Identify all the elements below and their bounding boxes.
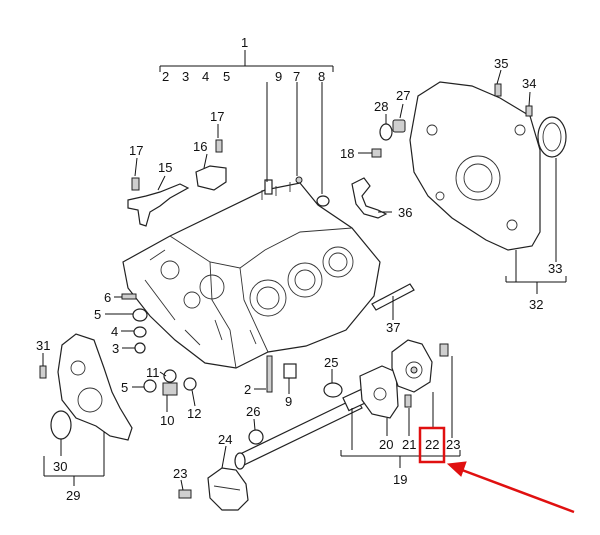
callout-11: 11	[146, 365, 160, 380]
callout-25: 25	[324, 355, 338, 370]
highlight-marker	[418, 426, 575, 514]
callout-24: 24	[218, 432, 232, 447]
callout-20: 20	[379, 437, 393, 452]
callout-37: 37	[386, 320, 400, 335]
callout-4: 4	[202, 69, 209, 84]
pump-cover-22	[391, 339, 433, 393]
bracket-36	[351, 177, 388, 219]
small-parts	[39, 83, 567, 499]
callout-5-lower: 5	[121, 380, 128, 395]
callout-31: 31	[36, 338, 50, 353]
callout-23-right: 23	[446, 437, 460, 452]
callout-6: 6	[104, 290, 111, 305]
callout-28: 28	[374, 99, 388, 114]
highlight-box	[418, 426, 446, 464]
callout-5: 5	[223, 69, 230, 84]
callout-26: 26	[246, 404, 260, 419]
callout-23-left: 23	[173, 466, 187, 481]
crankshaft	[234, 388, 368, 470]
callout-4-left: 4	[111, 324, 118, 339]
callout-2: 2	[162, 69, 169, 84]
leader-lines	[42, 50, 567, 491]
callout-3-left: 3	[112, 341, 119, 356]
callout-21: 21	[402, 437, 416, 452]
callout-12: 12	[187, 406, 201, 421]
rear-cover-32	[409, 81, 541, 251]
timing-cover-29	[57, 333, 133, 441]
callout-30: 30	[53, 459, 67, 474]
callout-29: 29	[66, 488, 80, 503]
callout-16: 16	[193, 139, 207, 154]
callout-17-left: 17	[129, 143, 143, 158]
callout-3: 3	[182, 69, 189, 84]
callout-10: 10	[160, 413, 174, 428]
callout-27: 27	[396, 88, 410, 103]
chain-guide-24	[207, 467, 249, 511]
callout-2-lower: 2	[244, 382, 251, 397]
callout-18: 18	[340, 146, 354, 161]
highlight-arrow-shaft	[461, 468, 575, 514]
callout-15: 15	[158, 160, 172, 175]
callout-34: 34	[522, 76, 536, 91]
callout-32: 32	[529, 297, 543, 312]
callout-1: 1	[241, 35, 248, 50]
callout-9: 9	[275, 69, 282, 84]
engine-block	[122, 179, 381, 369]
callout-17-upper: 17	[210, 109, 224, 124]
callout-22: 22	[425, 437, 439, 452]
bracket-16	[195, 165, 227, 191]
callout-19: 19	[393, 472, 407, 487]
callout-33: 33	[548, 261, 562, 276]
oil-pump-20	[359, 365, 399, 419]
callout-labels: 1 2 3 4 5 9 7 8 35 34 28 27 17 17 16 15 …	[36, 35, 562, 503]
callout-36: 36	[398, 205, 412, 220]
callout-9-lower: 9	[285, 394, 292, 409]
bracket-15	[127, 183, 190, 227]
highlight-arrow-head	[446, 461, 467, 477]
callout-35: 35	[494, 56, 508, 71]
callout-8: 8	[318, 69, 325, 84]
callout-7: 7	[293, 69, 300, 84]
callout-5-left: 5	[94, 307, 101, 322]
